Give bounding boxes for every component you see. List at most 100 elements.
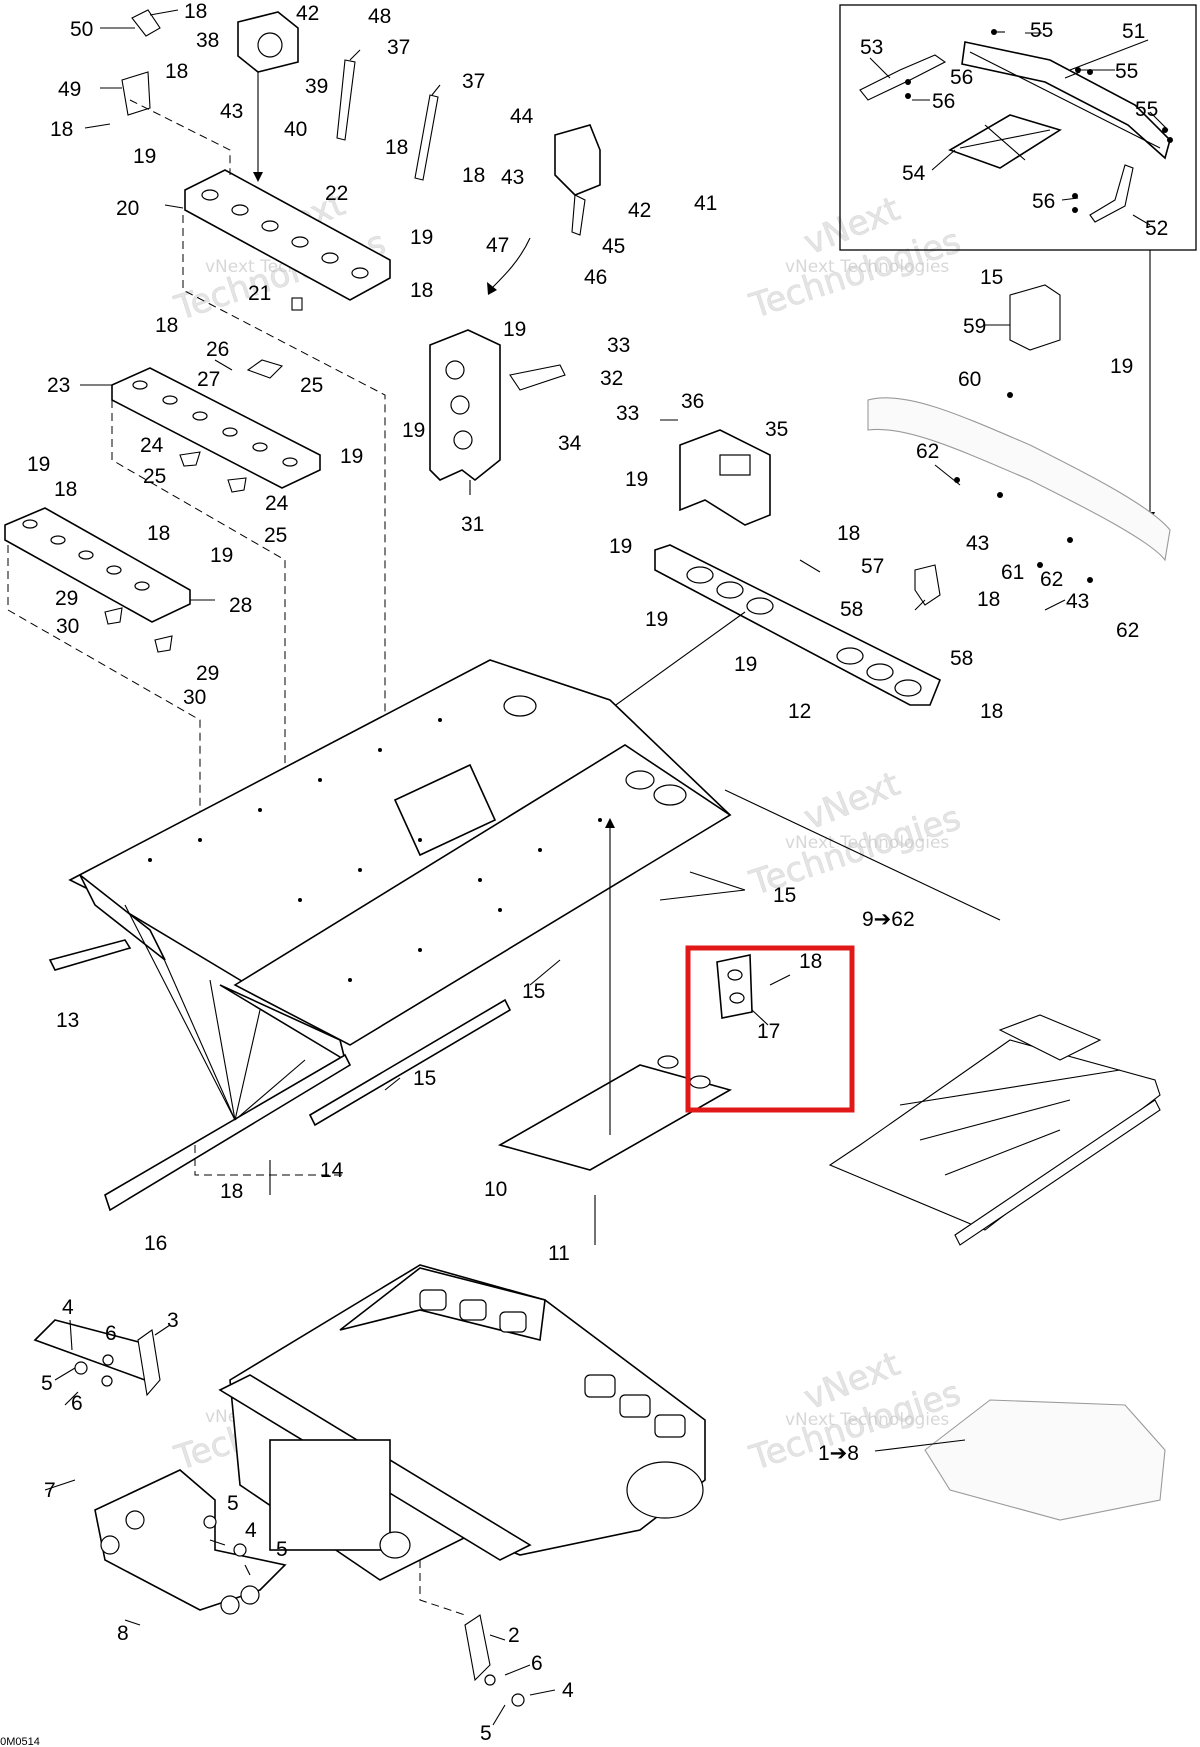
callout-label: 18 — [220, 1180, 243, 1203]
callout-label: 4 — [562, 1679, 574, 1702]
callout-label: 42 — [296, 2, 319, 25]
running-board-rail — [104, 1053, 352, 1212]
side-bracket — [137, 1329, 161, 1397]
callout-label: 12 — [788, 700, 811, 723]
callout-label: 23 — [47, 374, 70, 397]
callout-label: 5 — [480, 1722, 492, 1745]
callout-label: 18 — [165, 60, 188, 83]
callout-label: 18 — [54, 478, 77, 501]
bumper-bar — [961, 41, 1171, 160]
callout-label: 13 — [56, 1009, 79, 1032]
small-bracket — [914, 564, 941, 606]
callout-label: 19 — [625, 468, 648, 491]
callout-label: 33 — [607, 334, 630, 357]
callout-label: 56 — [932, 90, 955, 113]
callout-label: 18 — [837, 522, 860, 545]
callout-label: 18 — [50, 118, 73, 141]
rear-bracket — [679, 429, 771, 526]
tab — [291, 297, 303, 311]
callout-label: 18 — [799, 950, 822, 973]
callout-label: 19 — [27, 453, 50, 476]
inset-frame — [839, 4, 1197, 251]
callout-label: 6 — [71, 1392, 83, 1415]
callout-label: 2 — [508, 1624, 520, 1647]
callout-label: 41 — [694, 192, 717, 215]
mount-pad — [154, 635, 173, 653]
callout-label: 18 — [462, 164, 485, 187]
callout-label: 16 — [144, 1232, 167, 1255]
callout-label: 30 — [56, 615, 79, 638]
front-frame-box — [269, 1439, 391, 1551]
callout-label: 37 — [462, 70, 485, 93]
callout-label: 33 — [616, 402, 639, 425]
callout-label: 27 — [197, 368, 220, 391]
callout-label: 62 — [916, 440, 939, 463]
callout-label: 28 — [229, 594, 252, 617]
callout-label: 55 — [1030, 19, 1053, 42]
callout-label: 56 — [1032, 190, 1055, 213]
callout-label: 51 — [1122, 20, 1145, 43]
callout-label: 43 — [220, 100, 243, 123]
chassis-tunnel — [48, 659, 1001, 1245]
bracket-plate — [509, 364, 566, 391]
front-bumper-strip — [33, 1319, 151, 1382]
callout-label: 25 — [143, 465, 166, 488]
callout-label: 29 — [196, 662, 219, 685]
callout-label: 43 — [966, 532, 989, 555]
running-board-right — [308, 998, 512, 1127]
callout-label: 4 — [245, 1519, 257, 1542]
callout-label: 1➔8 — [818, 1442, 859, 1465]
front-frame-preview — [924, 1399, 1166, 1521]
callout-label: 15 — [773, 884, 796, 907]
clip — [246, 359, 284, 379]
crossmember-rail — [184, 169, 391, 301]
callout-label: 50 — [70, 18, 93, 41]
callout-label: 58 — [840, 598, 863, 621]
callout-label: 46 — [584, 266, 607, 289]
callout-label: 18 — [410, 279, 433, 302]
callout-label: 36 — [681, 390, 704, 413]
callout-label: 22 — [325, 182, 348, 205]
callout-label: 5 — [276, 1538, 288, 1561]
callout-label: 6 — [105, 1322, 117, 1345]
front-mount-bracket — [94, 1469, 287, 1611]
tunnel-flange — [219, 984, 347, 1062]
center-support — [393, 763, 497, 857]
part-17-bracket — [685, 945, 855, 1113]
callout-label: 14 — [320, 1159, 344, 1182]
callout-label: 18 — [385, 136, 408, 159]
mount-pad — [227, 477, 247, 493]
callout-label: 54 — [902, 162, 926, 185]
callout-label: 26 — [206, 338, 229, 361]
chassis-preview-body — [828, 1039, 1161, 1231]
callout-label: 43 — [1066, 590, 1089, 613]
callout-label: 3 — [167, 1309, 179, 1332]
callout-label: 59 — [963, 315, 986, 338]
callout-label: 62 — [1040, 568, 1063, 591]
callout-label: 62 — [1116, 619, 1139, 642]
callout-label: 19 — [609, 535, 632, 558]
callout-label: 24 — [140, 434, 164, 457]
tunnel-bracket-17 — [716, 954, 753, 1019]
steering-mounts — [4, 9, 601, 930]
callout-label: 24 — [265, 492, 289, 515]
callout-label: 18 — [980, 700, 1003, 723]
callout-label: 34 — [558, 432, 582, 455]
callout-label: 20 — [116, 197, 139, 220]
callout-label: 19 — [402, 419, 425, 442]
callout-label: 18 — [977, 588, 1000, 611]
callout-label: 45 — [602, 235, 625, 258]
callout-label: 49 — [58, 78, 81, 101]
callout-label: 19 — [645, 608, 668, 631]
callout-label: 39 — [305, 75, 328, 98]
side-bracket — [464, 1614, 491, 1682]
callout-label: 19 — [410, 226, 433, 249]
callout-label: 29 — [55, 587, 78, 610]
chassis-preview — [828, 1014, 1161, 1246]
column-bracket — [554, 124, 601, 196]
callout-label: 31 — [461, 513, 484, 536]
bumper-mount-block — [1009, 284, 1061, 351]
callout-label: 47 — [486, 234, 509, 257]
callout-label: 30 — [183, 686, 206, 709]
